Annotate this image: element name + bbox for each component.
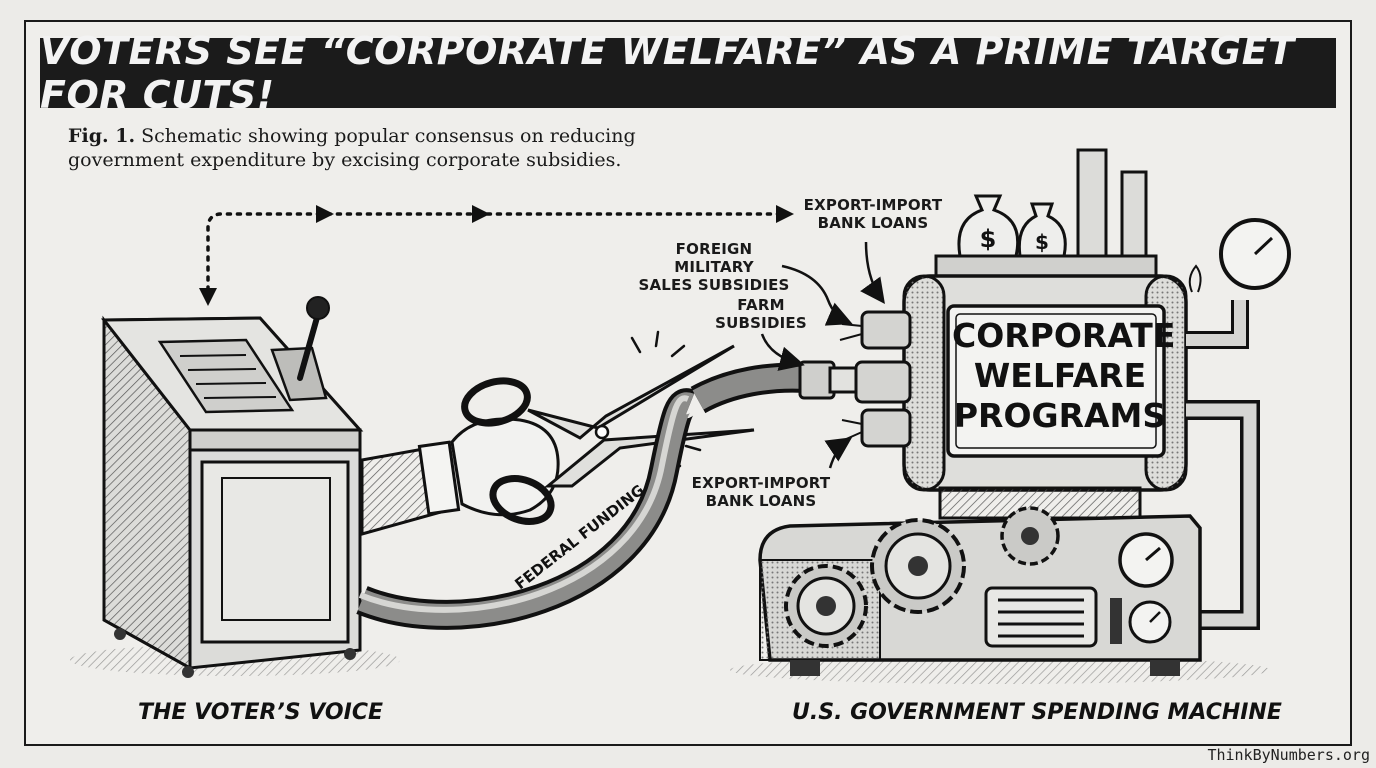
voting-machine-label: THE VOTER’S VOICE	[138, 700, 383, 725]
panel-line: PROGRAMS	[953, 396, 1167, 435]
money-bag-icon	[1017, 202, 1067, 258]
figure-caption: Fig. 1. Schematic showing popular consen…	[68, 124, 708, 172]
callout-export-import-bottom: EXPORT-IMPORT BANK LOANS	[691, 474, 831, 510]
spending-machine: $ $	[758, 148, 1291, 676]
spending-machine-label: U.S. GOVERNMENT SPENDING MACHINE	[792, 700, 1282, 725]
gear-icon	[784, 564, 868, 648]
headline-text: VOTERS SEE “CORPORATE WELFARE” AS A PRIM…	[40, 29, 1295, 117]
panel-line: CORPORATE	[952, 316, 1176, 355]
panel-line: WELFARE	[973, 356, 1147, 395]
money-bag-symbol: $	[1035, 230, 1049, 254]
federal-funding-hose	[356, 360, 858, 630]
figure-caption-text: Schematic showing popular consensus on r…	[68, 125, 636, 171]
callout-farm-subsidies: FARM SUBSIDIES	[715, 296, 807, 332]
callout-export-import-top: EXPORT-IMPORT BANK LOANS	[803, 196, 943, 232]
money-bag-symbol: $	[980, 225, 997, 253]
money-bag-icon	[957, 194, 1020, 258]
callout-foreign-military: FOREIGN MILITARY SALES SUBSIDIES	[638, 240, 790, 294]
watermark: ThinkByNumbers.org	[1207, 746, 1370, 764]
headline-banner: VOTERS SEE “CORPORATE WELFARE” AS A PRIM…	[40, 29, 1336, 117]
spending-machine-shadow	[730, 656, 1270, 684]
callout-arrows	[760, 241, 885, 469]
gear-icon	[1000, 506, 1060, 566]
dotted-flow-arrow	[199, 205, 794, 306]
voting-machine	[100, 296, 364, 678]
corporate-welfare-panel: CORPORATE WELFARE PROGRAMS	[952, 316, 1176, 436]
voter-arm-with-scissors	[360, 330, 755, 536]
gear-icon	[870, 518, 966, 614]
figure-label: Fig. 1.	[68, 125, 136, 147]
